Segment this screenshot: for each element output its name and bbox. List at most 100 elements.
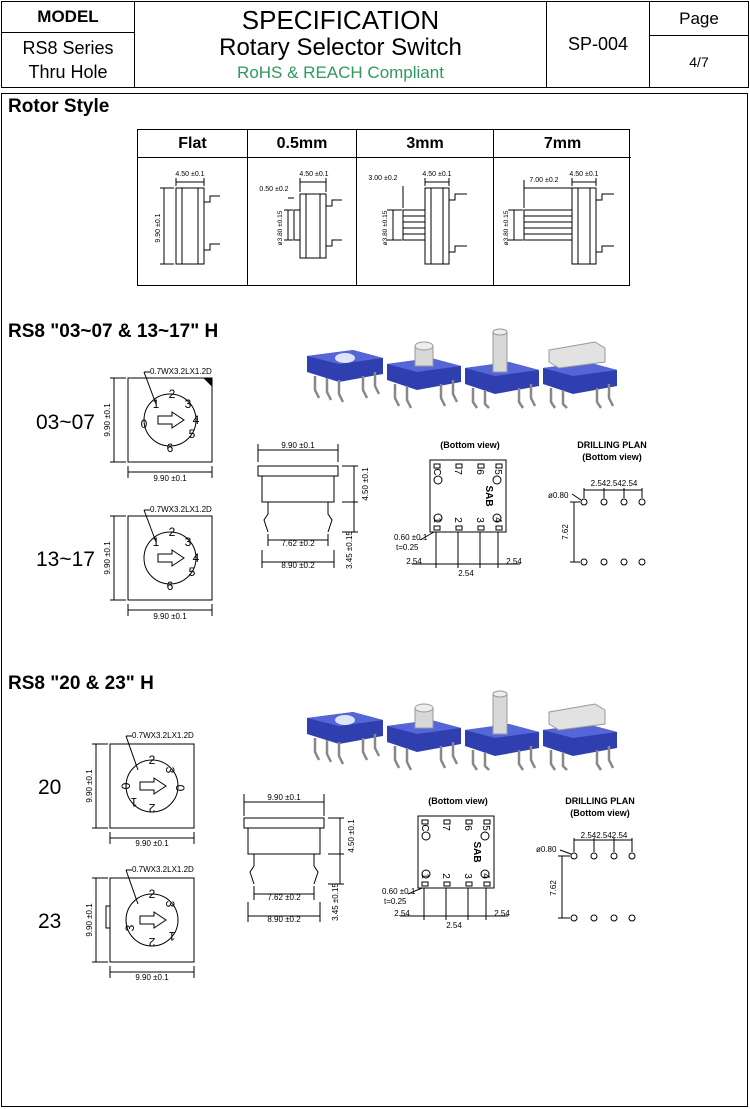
front-view-20: 0.7WX3.2LX1.2D 9.90 ±0.1 9.90 ±0.1 2 3 0… [85, 731, 195, 846]
dim-text: ø0.80 [536, 845, 557, 854]
bottom-view-1: (Bottom view) C 7 6 5 1 2 3 4 SAB 0.60 ±… [394, 440, 522, 578]
dial-number: 1 [168, 929, 175, 943]
switch-05mm-image [387, 703, 461, 771]
rotor-col-label: 0.5mm [248, 130, 356, 158]
rotor-col-7mm: 7mm 4.50 ±0.1 7.00 ±0.2 ø3.80 ±0.15 [494, 130, 631, 285]
product-images-row1 [307, 328, 617, 409]
dial-number: 3 [123, 924, 137, 931]
switch-3mm-image [465, 328, 539, 409]
model-value-cell: RS8 Series Thru Hole [1, 32, 135, 88]
pin-label: 1 [431, 517, 442, 523]
dim-text: 9.90 ±0.1 [281, 441, 315, 450]
dim-text: 4.50 ±0.1 [175, 171, 204, 178]
dial-number: 2 [149, 753, 156, 767]
dim-text: ø3.80 ±0.15 [382, 210, 389, 245]
drilling-plan-1: DRILLING PLAN (Bottom view) ø0.80 2.542.… [548, 440, 647, 566]
dial-number: 2 [169, 387, 176, 401]
dim-text: 9.90 ±0.1 [267, 793, 301, 802]
dim-text: 2.54 [458, 569, 474, 578]
pin-label: 3 [474, 517, 485, 523]
dim-text: 9.90 ±0.1 [153, 474, 187, 483]
dim-text: ø3.80 ±0.15 [277, 210, 284, 245]
rotor-flat-drawing: 4.50 ±0.1 9.90 ±0.1 [155, 171, 220, 265]
switch-7mm-image [543, 703, 617, 771]
dial-number: 2 [169, 525, 176, 539]
switch-flat-image [307, 712, 383, 765]
content-frame [1, 93, 748, 1107]
rotor-col-label: 7mm [494, 130, 631, 158]
pin-label: 6 [474, 469, 485, 475]
sab-label: SAB [483, 485, 494, 506]
front-view-23: 0.7WX3.2LX1.2D 9.90 ±0.1 9.90 ±0.1 2 3 2… [85, 865, 195, 980]
dial-number: 4 [193, 551, 200, 565]
pin-label: 7 [440, 825, 451, 831]
dial-number: 6 [167, 579, 174, 593]
dim-text: 9.90 ±0.1 [135, 839, 169, 846]
section1-label-a: 03~07 [36, 411, 95, 434]
pin-label: 2 [452, 517, 463, 523]
dim-text: 9.90 ±0.1 [153, 612, 187, 621]
switch-05mm-image [387, 341, 461, 409]
page-label: Page [679, 8, 719, 28]
dim-text: 3.45 ±0.15 [345, 531, 354, 569]
pin-label: 4 [480, 873, 491, 879]
dim-text: 2.542.542.54 [591, 479, 638, 488]
dim-text: 0.60 ±0.1 [382, 887, 416, 896]
page-value: 4/7 [689, 53, 709, 70]
dim-text: 4.50 ±0.1 [347, 819, 356, 853]
dim-text: 9.90 ±0.1 [155, 213, 162, 242]
dim-text: ø0.80 [548, 491, 569, 500]
pin-label: 3 [462, 873, 473, 879]
dial-number: 3 [185, 397, 192, 411]
rotor-col-3mm: 3mm 4.50 ±0.1 3.00 ±0.2 ø3.80 ±0.15 [357, 130, 494, 285]
dim-text: 2.54 [494, 909, 510, 918]
section2-label-b: 23 [38, 910, 62, 933]
switch-7mm-image [543, 341, 617, 409]
dim-text: 2.542.542.54 [581, 831, 628, 840]
pin-label: 4 [492, 517, 503, 523]
rotor-7mm-drawing: 4.50 ±0.1 7.00 ±0.2 ø3.80 ±0.15 [503, 171, 614, 265]
drill-subtitle: (Bottom view) [570, 808, 630, 818]
bottom-view-title: (Bottom view) [428, 796, 488, 806]
dial-number: 2 [148, 935, 155, 949]
rotor-3mm-drawing: 4.50 ±0.1 3.00 ±0.2 ø3.80 ±0.15 [368, 171, 467, 265]
dim-text: 0.50 ±0.2 [259, 186, 288, 193]
doc-no-cell: SP-004 [546, 1, 650, 88]
rotor-col-label: Flat [138, 130, 247, 158]
dim-text: 3.00 ±0.2 [368, 175, 397, 182]
pin-label: 5 [480, 825, 491, 831]
spec-subtitle: Rotary Selector Switch [219, 33, 462, 61]
pin-label: 5 [492, 469, 503, 475]
dim-text: 2.54 [506, 557, 522, 566]
switch-3mm-image [465, 690, 539, 771]
page-label-cell: Page [649, 1, 749, 36]
pin-label: 1 [419, 873, 430, 879]
dim-text: 0.60 ±0.1 [394, 533, 428, 542]
dim-text: 9.90 ±0.1 [103, 403, 112, 437]
dial-number: 2 [149, 887, 156, 901]
section1-title: RS8 "03~07 & 13~17" H [8, 321, 219, 342]
dim-text: 7.00 ±0.2 [529, 177, 558, 184]
bottom-view-2: (Bottom view) C 7 6 5 1 2 3 4 SAB 0.60 ±… [382, 796, 510, 930]
product-images-row2 [307, 690, 617, 771]
pin-label: 7 [452, 469, 463, 475]
page-value-cell: 4/7 [649, 35, 749, 88]
dim-text: 7.62 ±0.2 [267, 893, 301, 902]
dim-text: 7.62 [549, 880, 558, 896]
dim-text: 3.45 ±0.15 [331, 883, 340, 921]
dim-text: t=0.25 [384, 897, 407, 906]
dial-number: 0 [173, 785, 187, 792]
front-view-1317: 0.7WX3.2LX1.2D 9.90 ±0.1 9.90 ±0.1 1 2 3… [103, 505, 213, 621]
spec-title: SPECIFICATION [241, 4, 440, 35]
slot-dim-text: 0.7WX3.2LX1.2D [132, 865, 194, 874]
dial-number: 0 [119, 782, 133, 789]
slot-dim-text: 0.7WX3.2LX1.2D [132, 731, 194, 740]
switch-flat-image [307, 350, 383, 403]
slot-dim-text: 0.7WX3.2LX1.2D [150, 505, 212, 514]
slot-dim-text: 0.7WX3.2LX1.2D [150, 367, 212, 376]
section2-title: RS8 "20 & 23" H [8, 673, 154, 694]
drill-subtitle: (Bottom view) [582, 452, 642, 462]
dim-text: 9.90 ±0.1 [85, 903, 94, 937]
side-view-2: 9.90 ±0.1 7.62 ±0.2 8.90 ±0.2 4.50 ±0.1 … [243, 793, 356, 924]
dim-text: 2.54 [406, 557, 422, 566]
